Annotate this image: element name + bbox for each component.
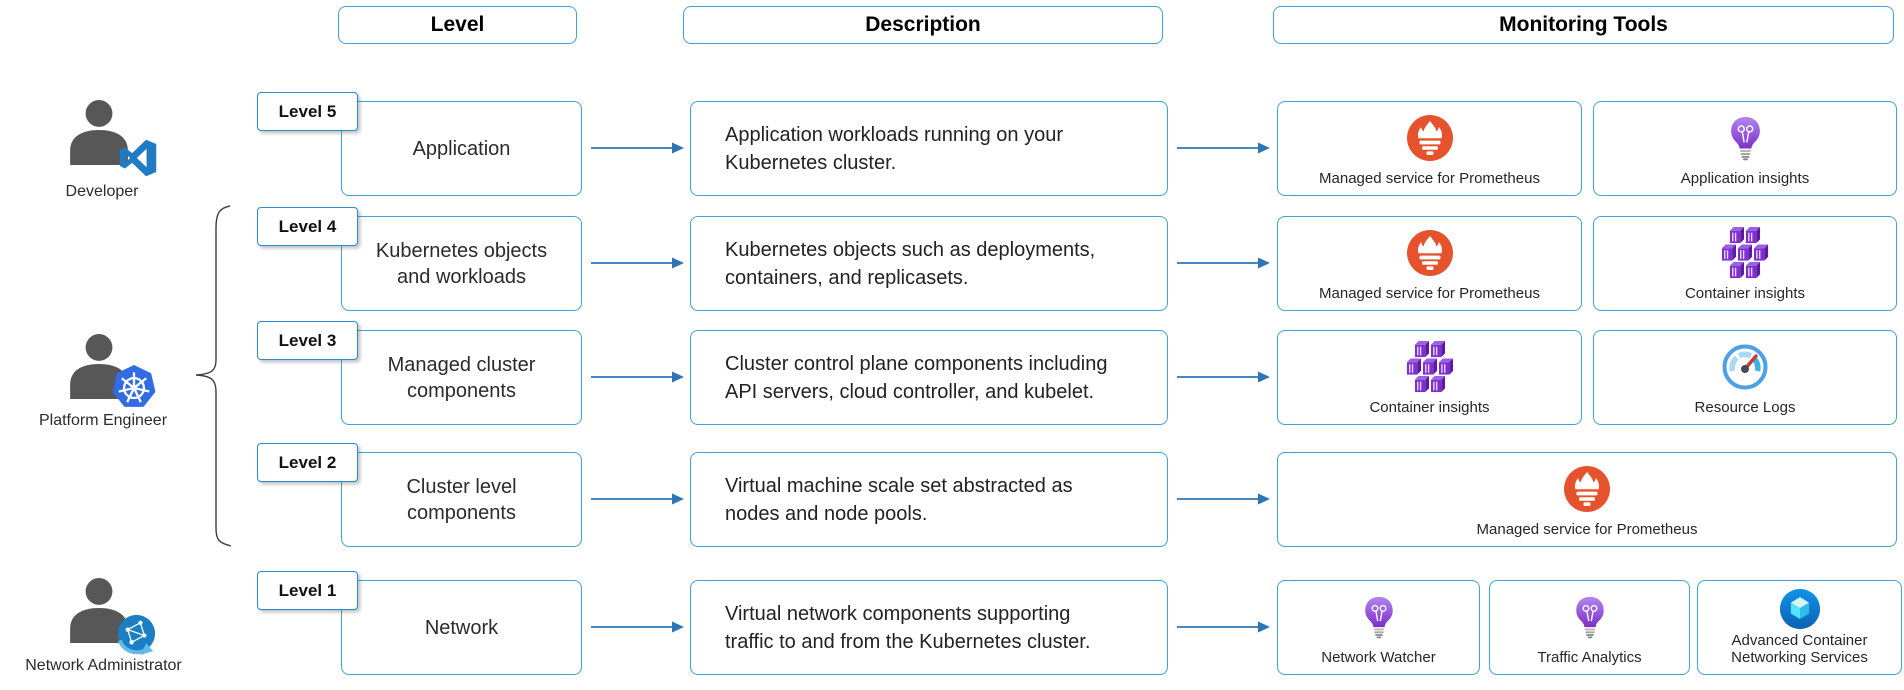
prometheus-icon [1407, 115, 1453, 161]
arrow-level5-to-tools [1177, 142, 1270, 154]
level-5-label: Application [412, 137, 511, 160]
tool-box-resource-logs: Resource Logs [1593, 330, 1897, 425]
arrow-level2-to-tools [1177, 493, 1270, 505]
level-5-badge: Level 5 [257, 92, 358, 131]
icon-wrap [1729, 102, 1762, 170]
monitoring-tools-header-label: Monitoring Tools [1499, 13, 1668, 36]
icon-wrap [1363, 581, 1395, 649]
tool-box-container-insights: Container insights [1593, 216, 1897, 311]
insights-bulb-icon [1574, 596, 1606, 639]
description-header-label: Description [865, 13, 981, 36]
visual-studio-icon [119, 139, 157, 177]
acns-cube-icon [1779, 588, 1821, 630]
level-5-description: Application workloads running on your Ku… [725, 123, 1063, 174]
level-3-badge: Level 3 [257, 321, 358, 360]
prometheus-icon [1407, 230, 1453, 276]
tool-label: Application insights [1680, 169, 1810, 187]
arrow-level4-to-description [591, 257, 684, 269]
level-5-badge-label: Level 5 [278, 101, 337, 121]
icon-wrap [1407, 102, 1453, 170]
level-2-badge: Level 2 [257, 443, 358, 482]
level-3-description: Cluster control plane components includi… [725, 352, 1108, 403]
level-4-description-box: Kubernetes objects such as deployments, … [690, 216, 1168, 311]
icon-wrap [1564, 453, 1610, 521]
icon-wrap [1574, 581, 1606, 649]
tool-box-prometheus: Managed service for Prometheus [1277, 101, 1582, 196]
description-column-header: Description [683, 6, 1163, 44]
resource-logs-gauge-icon [1721, 343, 1769, 391]
level-1-description-box: Virtual network components supporting tr… [690, 580, 1168, 675]
icon-wrap [1719, 217, 1771, 285]
insights-bulb-icon [1363, 596, 1395, 639]
level-4-badge-label: Level 4 [278, 216, 337, 236]
icon-wrap [1779, 581, 1821, 632]
icon-wrap [1404, 331, 1456, 399]
level-3-label: Managed cluster components [387, 353, 536, 402]
platform-engineer-brace [195, 205, 232, 547]
tool-box-prometheus: Managed service for Prometheus [1277, 216, 1582, 311]
arrow-level4-to-tools [1177, 257, 1270, 269]
level-2-description-box: Virtual machine scale set abstracted as … [690, 452, 1168, 547]
container-insights-icon [1404, 341, 1456, 393]
tool-label: Advanced Container Networking Services [1731, 631, 1868, 666]
persona-label-developer: Developer [65, 183, 139, 200]
tool-box-network-watcher: Network Watcher [1277, 580, 1480, 675]
level-2-box: Cluster level components [341, 452, 582, 547]
insights-bulb-icon [1729, 116, 1762, 161]
tool-box-traffic-analytics: Traffic Analytics [1489, 580, 1690, 675]
tool-label: Container insights [1684, 284, 1806, 302]
arrow-level5-to-description [591, 142, 684, 154]
tool-label: Network Watcher [1321, 648, 1436, 666]
level-column-header: Level [338, 6, 577, 44]
arrow-level3-to-description [591, 371, 684, 383]
tool-label: Container insights [1369, 398, 1490, 416]
tool-box-application-insights: Application insights [1593, 101, 1897, 196]
level-1-box: Network [341, 580, 582, 675]
arrow-level1-to-description [591, 621, 684, 633]
level-5-box: Application [341, 101, 582, 196]
arrow-level1-to-tools [1177, 621, 1270, 633]
level-4-description: Kubernetes objects such as deployments, … [725, 238, 1096, 289]
prometheus-icon [1564, 466, 1610, 512]
tool-label: Resource Logs [1694, 398, 1796, 416]
tool-label: Managed service for Prometheus [1319, 284, 1540, 302]
level-header-label: Level [430, 13, 485, 36]
tool-box-prometheus-wide: Managed service for Prometheus [1277, 452, 1897, 547]
icon-wrap [1721, 331, 1769, 399]
icon-wrap [1407, 217, 1453, 285]
tool-box-container-insights: Container insights [1277, 330, 1582, 425]
network-globe-icon [114, 612, 159, 657]
level-3-description-box: Cluster control plane components includi… [690, 330, 1168, 425]
tool-label: Traffic Analytics [1537, 648, 1642, 666]
level-4-label: Kubernetes objects and workloads [375, 239, 548, 288]
tool-box-advanced-container-networking-services: Advanced Container Networking Services [1697, 580, 1902, 675]
persona-label-platform-engineer: Platform Engineer [38, 412, 168, 429]
level-1-badge: Level 1 [257, 571, 358, 610]
level-3-badge-label: Level 3 [278, 330, 337, 350]
arrow-level2-to-description [591, 493, 684, 505]
level-3-box: Managed cluster components [341, 330, 582, 425]
tool-label: Managed service for Prometheus [1476, 520, 1698, 538]
level-1-label: Network [424, 616, 499, 639]
container-insights-icon [1719, 227, 1771, 279]
level-2-description: Virtual machine scale set abstracted as … [725, 474, 1073, 525]
level-4-box: Kubernetes objects and workloads [341, 216, 582, 311]
level-5-description-box: Application workloads running on your Ku… [690, 101, 1168, 196]
persona-label-network-administrator: Network Administrator [25, 657, 182, 674]
level-2-badge-label: Level 2 [278, 452, 337, 472]
level-1-description: Virtual network components supporting tr… [725, 602, 1091, 653]
level-2-label: Cluster level components [406, 475, 517, 524]
tool-label: Managed service for Prometheus [1319, 169, 1540, 187]
level-1-badge-label: Level 1 [278, 580, 337, 600]
monitoring-tools-column-header: Monitoring Tools [1273, 6, 1894, 44]
level-4-badge: Level 4 [257, 207, 358, 246]
arrow-level3-to-tools [1177, 371, 1270, 383]
